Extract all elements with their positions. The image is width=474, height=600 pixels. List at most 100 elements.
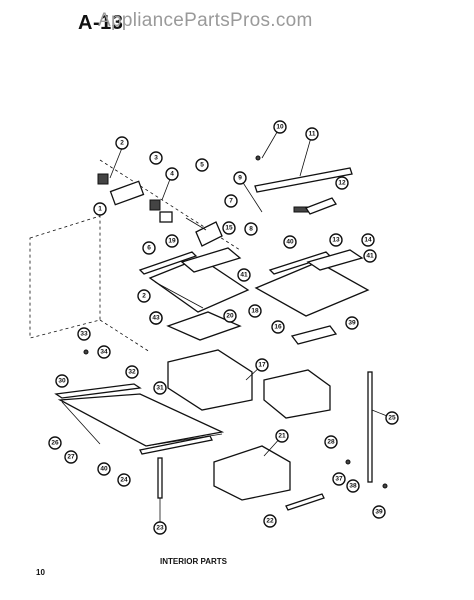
callout-41b: 41 bbox=[363, 249, 377, 263]
svg-text:9: 9 bbox=[238, 175, 242, 182]
callout-40b: 40 bbox=[283, 235, 297, 249]
svg-text:3: 3 bbox=[154, 155, 158, 162]
callout-24: 24 bbox=[117, 473, 131, 487]
callout-20: 20 bbox=[223, 309, 237, 323]
svg-text:13: 13 bbox=[332, 237, 340, 244]
svg-text:6: 6 bbox=[147, 245, 151, 252]
svg-text:7: 7 bbox=[229, 198, 233, 205]
callout-10: 10 bbox=[273, 120, 287, 134]
callout-39b: 39 bbox=[345, 316, 359, 330]
callout-23: 23 bbox=[153, 521, 167, 535]
caption: INTERIOR PARTS bbox=[160, 557, 227, 566]
switch bbox=[159, 211, 173, 223]
page-number: 10 bbox=[36, 568, 45, 577]
shelf-rail-left bbox=[138, 251, 198, 275]
control-housing bbox=[109, 180, 145, 206]
callout-19: 19 bbox=[165, 234, 179, 248]
meat-drawer bbox=[263, 369, 331, 419]
callout-9: 9 bbox=[233, 171, 247, 185]
shelf-upper-left bbox=[148, 257, 250, 313]
svg-text:41: 41 bbox=[240, 272, 248, 279]
top-trim-channel bbox=[254, 167, 353, 193]
callout-41: 41 bbox=[237, 268, 251, 282]
screw bbox=[382, 483, 388, 489]
svg-text:2: 2 bbox=[142, 293, 146, 300]
knob bbox=[97, 173, 109, 185]
callout-31: 31 bbox=[153, 381, 167, 395]
screw bbox=[83, 349, 89, 355]
svg-text:40: 40 bbox=[100, 466, 108, 473]
svg-text:34: 34 bbox=[100, 349, 108, 356]
callout-14: 14 bbox=[361, 233, 375, 247]
leader bbox=[185, 217, 207, 231]
svg-text:18: 18 bbox=[251, 308, 259, 315]
svg-text:14: 14 bbox=[364, 237, 372, 244]
light-bracket bbox=[305, 197, 337, 215]
shelf-upper-right bbox=[254, 261, 370, 317]
svg-text:22: 22 bbox=[266, 518, 274, 525]
callout-11: 11 bbox=[305, 127, 319, 141]
callout-16: 16 bbox=[271, 320, 285, 334]
glass-shelf-lower bbox=[57, 393, 225, 447]
shelf-trim bbox=[154, 281, 204, 309]
svg-text:40: 40 bbox=[286, 239, 294, 246]
svg-text:21: 21 bbox=[278, 433, 286, 440]
vegetable-pan bbox=[213, 445, 291, 501]
callout-38: 38 bbox=[346, 479, 360, 493]
page-title: A-13 bbox=[78, 12, 124, 34]
svg-text:10: 10 bbox=[276, 124, 284, 131]
svg-text:15: 15 bbox=[225, 225, 233, 232]
bottom-trim bbox=[285, 493, 325, 511]
callout-39: 39 bbox=[372, 505, 386, 519]
callout-15: 15 bbox=[222, 221, 236, 235]
callout-12: 12 bbox=[335, 176, 349, 190]
callout-8: 8 bbox=[244, 222, 258, 236]
callout-28: 28 bbox=[324, 435, 338, 449]
callout-40: 40 bbox=[97, 462, 111, 476]
svg-text:25: 25 bbox=[388, 415, 396, 422]
glass-shelf-right bbox=[306, 249, 364, 271]
svg-text:8: 8 bbox=[249, 226, 253, 233]
callout-34: 34 bbox=[97, 345, 111, 359]
glass-shelf-left bbox=[180, 247, 242, 273]
callout-2b: 2 bbox=[137, 289, 151, 303]
crisper-drawer bbox=[167, 349, 253, 411]
callout-30: 30 bbox=[55, 374, 69, 388]
callout-5: 5 bbox=[195, 158, 209, 172]
svg-text:20: 20 bbox=[226, 313, 234, 320]
callout-21: 21 bbox=[275, 429, 289, 443]
svg-text:23: 23 bbox=[156, 525, 164, 532]
svg-text:39: 39 bbox=[375, 509, 383, 516]
svg-text:33: 33 bbox=[80, 331, 88, 338]
callout-7: 7 bbox=[224, 194, 238, 208]
liner-outline bbox=[29, 215, 101, 339]
callout-3: 3 bbox=[149, 151, 163, 165]
callout-4: 4 bbox=[165, 167, 179, 181]
svg-text:17: 17 bbox=[258, 362, 266, 369]
callout-37: 37 bbox=[332, 472, 346, 486]
callout-22: 22 bbox=[263, 514, 277, 528]
svg-text:19: 19 bbox=[168, 238, 176, 245]
svg-text:5: 5 bbox=[200, 162, 204, 169]
callout-18: 18 bbox=[248, 304, 262, 318]
callout-2: 2 bbox=[115, 136, 129, 150]
svg-text:32: 32 bbox=[128, 369, 136, 376]
callout-13: 13 bbox=[329, 233, 343, 247]
screw bbox=[255, 155, 261, 161]
svg-text:27: 27 bbox=[67, 454, 75, 461]
callout-27: 27 bbox=[64, 450, 78, 464]
svg-text:12: 12 bbox=[338, 180, 346, 187]
svg-text:16: 16 bbox=[274, 324, 282, 331]
mullion-strip bbox=[367, 371, 373, 483]
svg-text:31: 31 bbox=[156, 385, 164, 392]
callout-6: 6 bbox=[142, 241, 156, 255]
svg-text:37: 37 bbox=[335, 476, 343, 483]
shelf-frame-front bbox=[54, 383, 142, 399]
divider-rod bbox=[139, 435, 213, 455]
svg-text:43: 43 bbox=[152, 315, 160, 322]
deli-cover bbox=[290, 325, 338, 345]
svg-text:38: 38 bbox=[349, 483, 357, 490]
callout-17: 17 bbox=[255, 358, 269, 372]
svg-text:30: 30 bbox=[58, 378, 66, 385]
